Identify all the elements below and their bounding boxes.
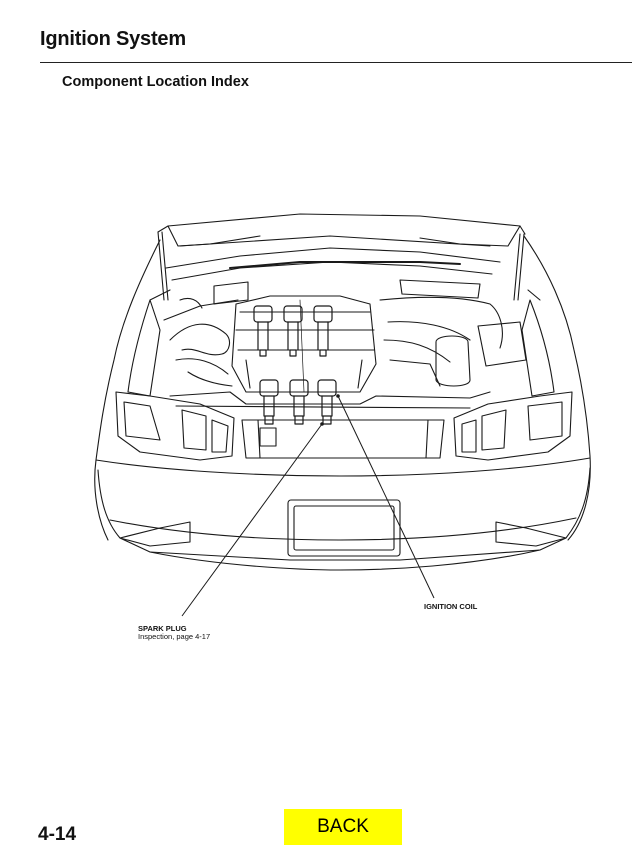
spark-plug-note: Inspection, page 4-17: [138, 632, 211, 641]
spark-plug-label: SPARK PLUG: [138, 624, 187, 633]
ignition-coil-leader-dot: [336, 394, 340, 398]
back-button[interactable]: BACK: [284, 809, 402, 845]
body-left: [94, 239, 161, 541]
reservoir: [435, 335, 471, 387]
hoses-right: [379, 296, 503, 387]
front-bumper: [97, 467, 591, 561]
license-plate: [287, 499, 401, 557]
spark-plug-leader: [181, 423, 323, 617]
headlight-right: [453, 391, 573, 461]
body-right: [523, 235, 591, 541]
engine-block: [231, 295, 377, 393]
title-divider: [40, 62, 632, 63]
grille: [241, 419, 445, 459]
spark-plug-leader-dot: [320, 422, 324, 426]
radiator-support: [169, 391, 491, 405]
hood-strut-left: [157, 231, 169, 301]
page-title: Ignition System: [40, 28, 186, 50]
hood-outline: [157, 213, 526, 247]
hood-strut-right: [513, 233, 525, 301]
ignition-coil-label: IGNITION COIL: [424, 602, 478, 611]
page-number: 4-14: [38, 824, 77, 845]
headlight-left: [115, 391, 235, 461]
rear-coils: [253, 305, 333, 357]
ignition-coil-leader: [337, 395, 435, 599]
hoses-left: [163, 299, 239, 387]
front-coils: [259, 379, 337, 425]
section-subtitle: Component Location Index: [62, 74, 249, 90]
